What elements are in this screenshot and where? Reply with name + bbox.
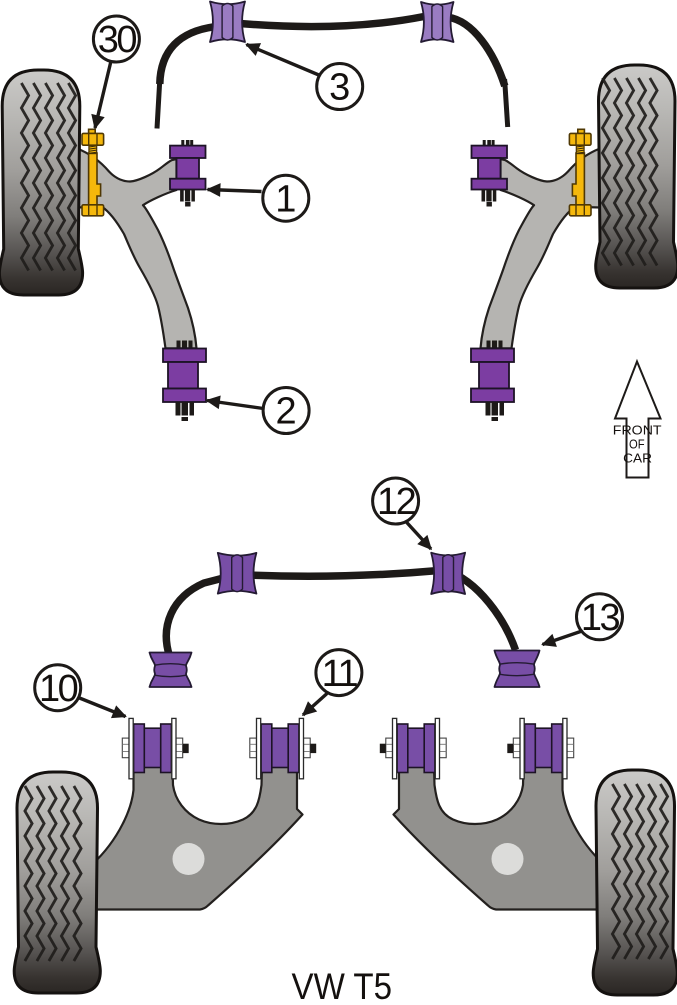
svg-text:FRONT: FRONT xyxy=(613,423,662,438)
svg-text:30: 30 xyxy=(98,19,137,61)
svg-text:CAR: CAR xyxy=(623,451,652,466)
svg-text:13: 13 xyxy=(581,597,620,639)
svg-text:3: 3 xyxy=(329,67,350,109)
svg-text:12: 12 xyxy=(377,481,416,523)
svg-text:11: 11 xyxy=(322,653,358,695)
svg-text:OF: OF xyxy=(629,437,645,452)
svg-text:10: 10 xyxy=(39,668,78,710)
svg-text:1: 1 xyxy=(275,178,296,220)
svg-text:VW T5: VW T5 xyxy=(292,966,393,1000)
svg-text:2: 2 xyxy=(276,391,297,433)
